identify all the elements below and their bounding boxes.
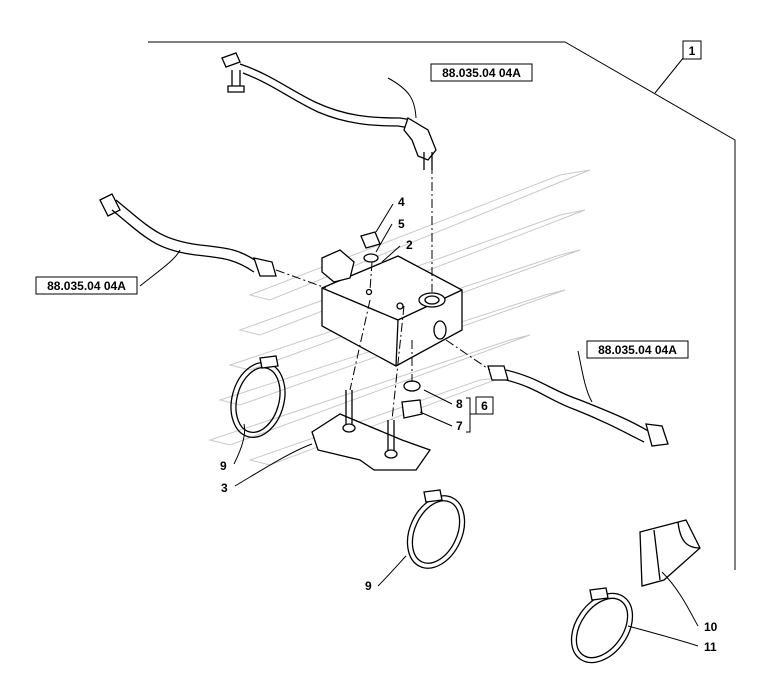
sub-group-bracket: 6 bbox=[466, 396, 494, 433]
callout-9b: 9 bbox=[365, 579, 372, 593]
callout-3: 3 bbox=[221, 481, 228, 495]
callout-10: 10 bbox=[704, 620, 718, 634]
ref-label-left: 88.035.04 04A bbox=[35, 276, 138, 295]
ref-label-left-text: 88.035.04 04A bbox=[47, 279, 126, 293]
ref-label-right-text: 88.035.04 04A bbox=[598, 343, 677, 357]
group-label-box bbox=[682, 40, 702, 60]
sub-group-label-box bbox=[475, 396, 494, 415]
callout-4: 4 bbox=[398, 195, 405, 209]
callout-2: 2 bbox=[406, 238, 413, 252]
group-label: 1 bbox=[689, 44, 696, 58]
callout-11: 11 bbox=[704, 640, 717, 654]
seal-plug bbox=[401, 380, 423, 419]
hose-clamps bbox=[230, 355, 634, 664]
left-pipe bbox=[99, 193, 277, 277]
bracket-part-10 bbox=[639, 519, 701, 587]
ref-label-right: 88.035.04 04A bbox=[586, 340, 689, 359]
callout-5: 5 bbox=[398, 217, 405, 231]
callout-7: 7 bbox=[456, 419, 463, 433]
mounting-plate bbox=[311, 390, 432, 471]
ref-label-top-text: 88.035.04 04A bbox=[442, 66, 521, 80]
leader-lines bbox=[139, 77, 699, 647]
valve-block bbox=[321, 249, 463, 367]
callout-9a: 9 bbox=[220, 459, 227, 473]
top-pipe bbox=[221, 52, 437, 170]
callout-8: 8 bbox=[456, 397, 463, 411]
sub-group-label: 6 bbox=[481, 399, 488, 413]
group-bracket-1: 1 bbox=[148, 40, 736, 570]
ref-label-top: 88.035.04 04A bbox=[430, 63, 533, 82]
right-pipe bbox=[487, 365, 669, 447]
nut-washer bbox=[360, 231, 381, 263]
center-lines bbox=[275, 165, 491, 421]
